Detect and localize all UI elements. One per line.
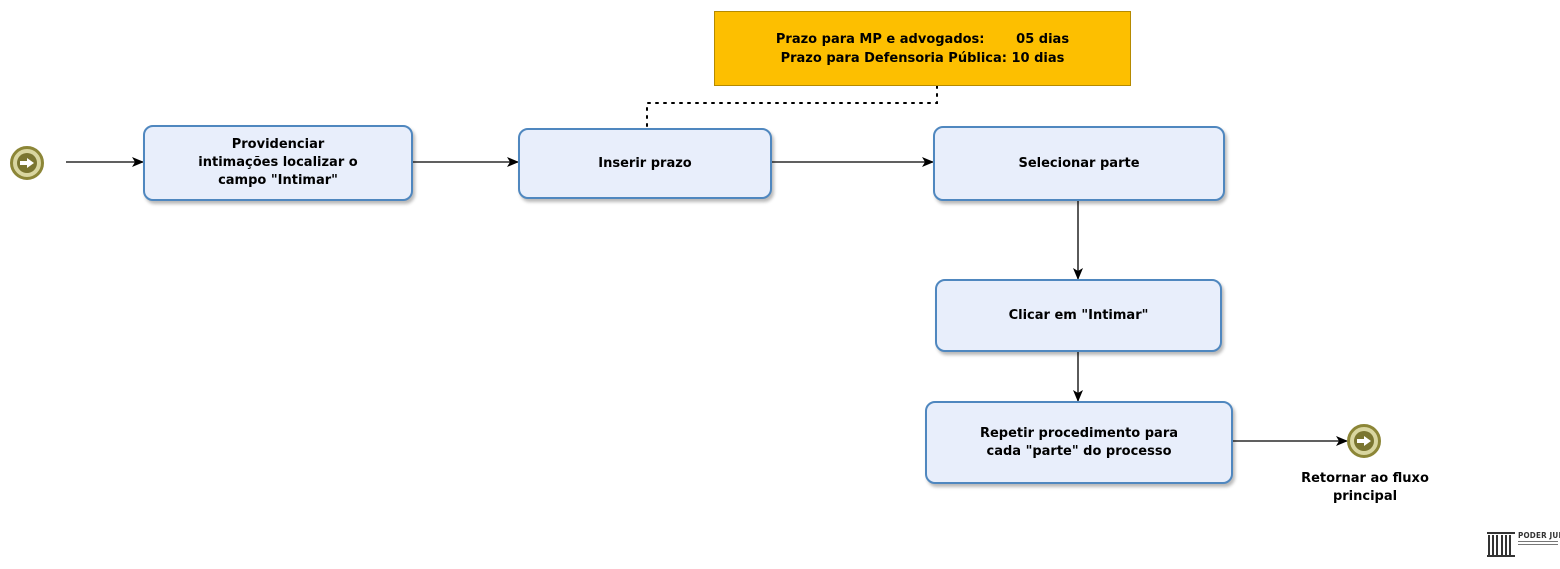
text-annotation-prazos[interactable]: Prazo para MP e advogados: 05 dias Prazo… <box>714 11 1131 86</box>
annotation-line-1: Prazo para MP e advogados: 05 dias <box>775 31 1070 47</box>
task-clicar-intimar[interactable]: Clicar em "Intimar" <box>935 279 1222 352</box>
end-event-label: Retornar ao fluxo principal <box>1301 471 1429 504</box>
task-inserir-prazo[interactable]: Inserir prazo <box>518 128 772 199</box>
poder-judiciario-logo-icon <box>1487 532 1558 557</box>
task-selecionar-parte[interactable]: Selecionar parte <box>933 126 1225 201</box>
annotation-line-2: Prazo para Defensoria Pública: 10 dias <box>780 50 1065 66</box>
end-event[interactable] <box>1347 424 1381 458</box>
arrow-right-icon <box>20 158 34 168</box>
annotation-association <box>646 85 938 129</box>
task-repetir-procedimento[interactable]: Repetir procedimento para cada "parte" d… <box>925 401 1233 484</box>
start-event[interactable] <box>10 146 44 180</box>
task-providenciar-intimacoes[interactable]: Providenciar intimações localizar o camp… <box>143 125 413 201</box>
arrow-right-icon <box>1357 436 1371 446</box>
logo-text: PODER JUDICIÁRIO <box>1518 531 1560 540</box>
